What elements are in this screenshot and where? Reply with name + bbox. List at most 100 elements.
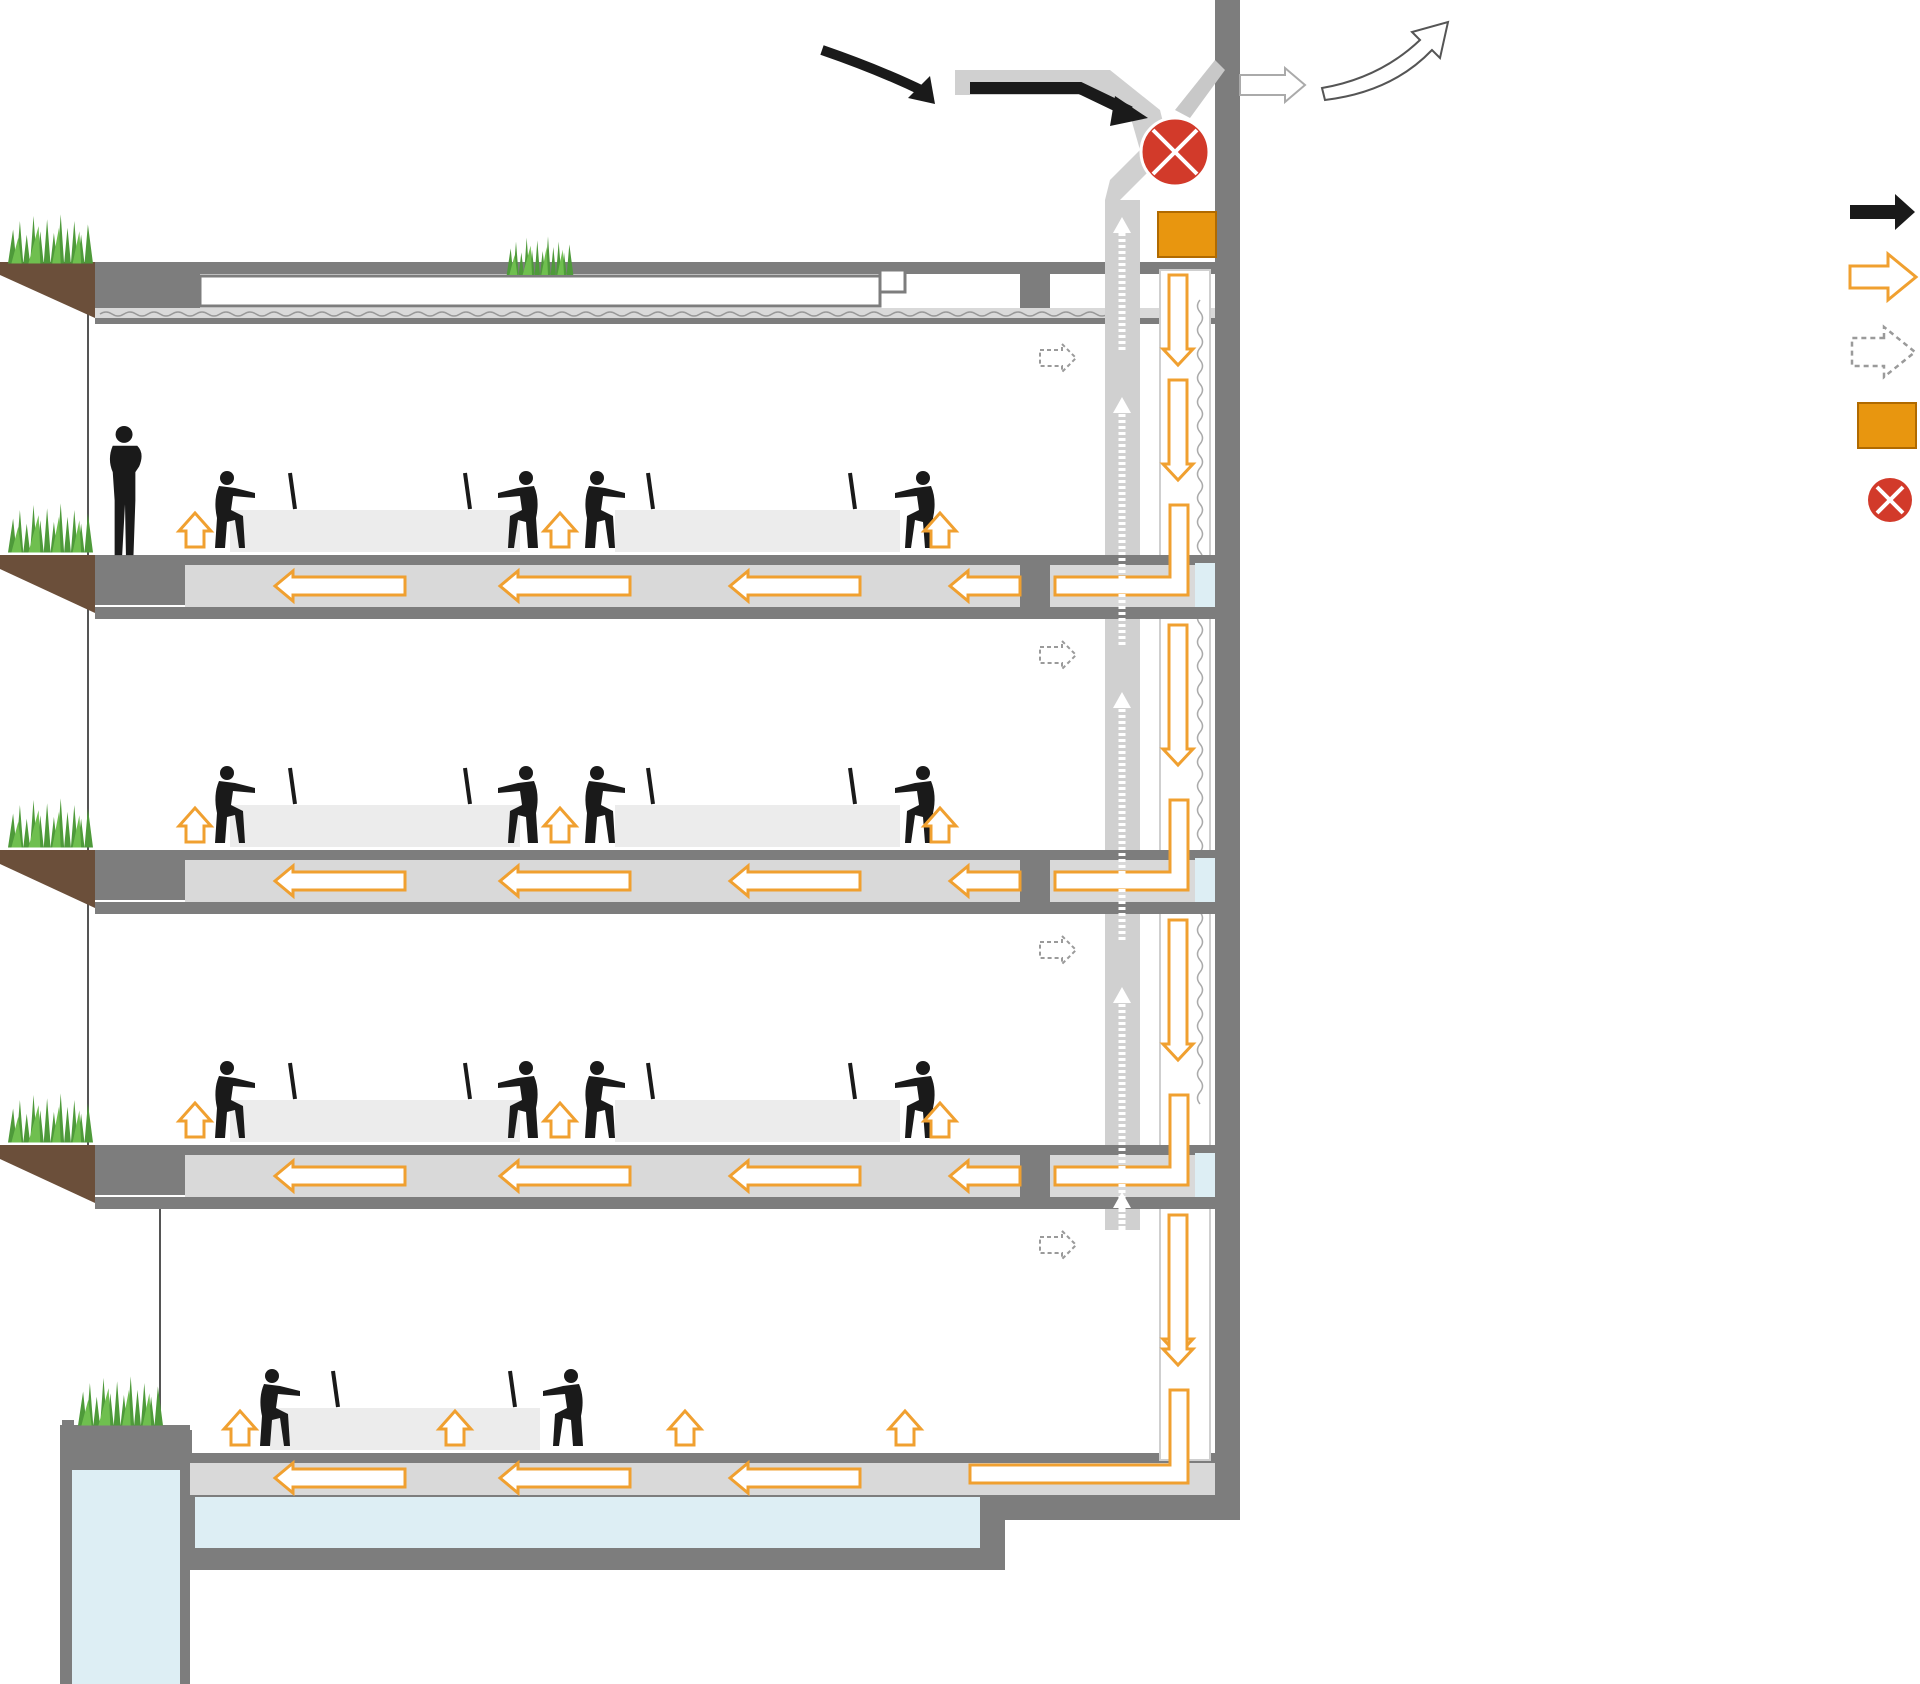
- balcony-grass-roof: [8, 214, 93, 264]
- fresh-air-arrow-duct: [970, 82, 1133, 118]
- extract-arrow: [1039, 1228, 1078, 1262]
- supply-floor-arrow: [272, 567, 407, 605]
- supply-floor-arrow: [727, 1157, 862, 1195]
- supply-turn-arrow: [968, 1388, 1190, 1485]
- supply-floor-arrow: [272, 862, 407, 900]
- riser-connection: [1195, 1153, 1215, 1197]
- riser-up-arrow: [1113, 397, 1131, 645]
- supply-floor-arrow: [272, 1157, 407, 1195]
- plenum-column: [1020, 860, 1050, 902]
- ground-slab: [60, 1420, 1240, 1684]
- monitor: [508, 1370, 517, 1408]
- orange-box-icon: [1857, 402, 1917, 449]
- supply-up-arrow: [540, 1100, 580, 1139]
- office-floors: [0, 217, 1215, 1497]
- office-floor: [0, 987, 1215, 1358]
- ground-floor: [220, 1369, 1190, 1497]
- office-floor: [0, 692, 1215, 1063]
- supply-up-arrow: [435, 1408, 475, 1447]
- desk: [230, 510, 520, 552]
- supply-up-arrow: [920, 510, 960, 549]
- monitor: [848, 472, 857, 510]
- supply-up-arrow: [175, 805, 215, 844]
- supply-up-arrow: [220, 1408, 260, 1447]
- exhaust-duct: [1175, 60, 1225, 118]
- plenum-column: [1020, 1155, 1050, 1197]
- slab-soffit: [95, 607, 1215, 619]
- balcony: [0, 555, 95, 613]
- supply-up-arrow: [885, 1408, 925, 1447]
- desk: [230, 1100, 520, 1142]
- supply-up-arrow: [920, 1100, 960, 1139]
- seated-person: [895, 766, 935, 843]
- supply-floor-arrow: [497, 862, 632, 900]
- legend: [1848, 194, 1919, 522]
- supply-up-arrow: [665, 1408, 705, 1447]
- exterior-wall-right: [1215, 0, 1240, 1520]
- plenum-column: [1020, 565, 1050, 607]
- supply-floor-arrow: [497, 1459, 632, 1497]
- floor-slab: [95, 1145, 1215, 1155]
- balcony: [0, 850, 95, 908]
- monitor: [646, 1062, 655, 1100]
- supply-floor-arrow: [727, 862, 862, 900]
- supply-up-arrow: [175, 1100, 215, 1139]
- supply-down-arrow: [1159, 1213, 1197, 1368]
- riser-up-arrow: [1113, 217, 1131, 350]
- riser-connection: [1195, 858, 1215, 902]
- exhaust-arrow: [1239, 20, 1450, 105]
- riser-up-arrow: [1113, 987, 1131, 1235]
- riser-connection: [1195, 563, 1215, 607]
- monitor: [288, 1062, 297, 1100]
- fan-cross-icon: [1868, 478, 1912, 522]
- supply-floor-arrow: [947, 1157, 1022, 1195]
- black-arrow-icon: [1850, 194, 1915, 230]
- fan: [1139, 116, 1211, 188]
- desk: [615, 510, 900, 552]
- monitor: [848, 767, 857, 805]
- balcony-grass: [8, 503, 93, 553]
- extract-arrow: [1039, 638, 1078, 672]
- supply-up-arrow: [175, 510, 215, 549]
- extract-arrow: [1039, 341, 1078, 375]
- supply-floor-arrow: [497, 567, 632, 605]
- riser-up-arrow: [1113, 1192, 1131, 1230]
- balcony-grass: [8, 798, 93, 848]
- supply-up-arrow: [540, 510, 580, 549]
- monitor: [848, 1062, 857, 1100]
- monitor: [288, 472, 297, 510]
- fresh-air-arrow-outside: [820, 45, 928, 97]
- desk: [615, 805, 900, 847]
- desk: [615, 1100, 900, 1142]
- desk: [270, 1408, 540, 1450]
- supply-floor-arrow: [497, 1157, 632, 1195]
- monitor: [463, 767, 472, 805]
- slab-edge: [95, 565, 185, 605]
- supply-down-arrow: [1159, 918, 1197, 1063]
- slab-edge: [95, 1155, 185, 1195]
- supply-floor-arrow: [947, 862, 1022, 900]
- supply-floor-arrow: [727, 1459, 862, 1497]
- slab-soffit: [95, 902, 1215, 914]
- riser-up-arrow: [1113, 692, 1131, 940]
- supply-floor-arrow: [727, 567, 862, 605]
- monitor: [463, 1062, 472, 1100]
- supply-up-arrow: [540, 805, 580, 844]
- monitor: [646, 767, 655, 805]
- desk: [230, 805, 520, 847]
- slab-soffit: [95, 1197, 1215, 1209]
- supply-up-arrow: [920, 805, 960, 844]
- balcony-grass: [8, 1093, 93, 1143]
- floor-slab: [95, 850, 1215, 860]
- supply-down-arrow: [1159, 378, 1197, 483]
- extract-arrow: [1039, 933, 1078, 967]
- floor-slab: [95, 555, 1215, 565]
- roof-slab: [0, 262, 1215, 324]
- monitor: [331, 1370, 340, 1408]
- dashed-arrow-icon: [1850, 324, 1917, 380]
- supply-down-arrow: [1159, 273, 1197, 368]
- seated-person: [895, 471, 935, 548]
